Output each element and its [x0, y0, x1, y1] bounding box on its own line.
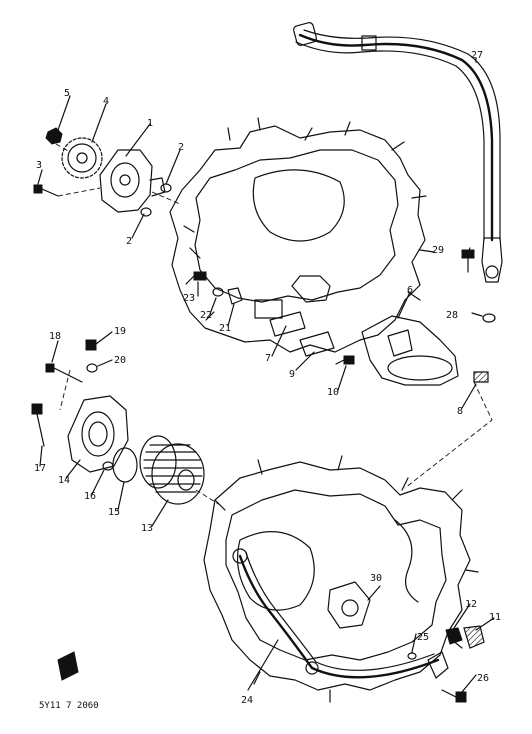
- oil-pipe-part-24: [232, 548, 449, 679]
- label-part-18: 18: [49, 331, 61, 342]
- label-part-13: 13: [141, 523, 153, 534]
- plate-part-7: [269, 311, 306, 337]
- washer-part-20: [86, 363, 98, 373]
- label-part-11: 11: [489, 612, 501, 623]
- bolt-part-19: [85, 339, 97, 351]
- label-part-16: 16: [84, 491, 96, 502]
- label-part-22: 22: [200, 310, 212, 321]
- o-ring-part-16: [102, 461, 114, 471]
- label-part-29: 29: [432, 245, 444, 256]
- label-part-19: 19: [114, 326, 126, 337]
- label-part-2-upper: 2: [178, 142, 184, 153]
- bolt-part-17: [31, 403, 45, 447]
- label-part-12: 12: [465, 599, 477, 610]
- o-ring-part-25: [407, 652, 417, 660]
- oil-filter-part-13: [139, 435, 205, 505]
- washer-part-22: [212, 287, 224, 297]
- label-part-27: 27: [471, 50, 483, 61]
- label-part-8: 8: [457, 406, 463, 417]
- filter-cover-part-14: [67, 395, 129, 473]
- label-part-21: 21: [219, 323, 231, 334]
- gasket-part-28: [482, 313, 496, 323]
- label-part-26: 26: [477, 673, 489, 684]
- upper-crankcase-drawing: [169, 117, 435, 353]
- o-ring-part-15: [112, 447, 138, 483]
- lower-crankcase-drawing: [203, 455, 479, 703]
- assembly-guide-lines: [55, 143, 493, 506]
- plate-part-9: [299, 331, 335, 357]
- screw-part-23: [185, 271, 207, 285]
- label-part-28: 28: [446, 310, 458, 321]
- leader-lines: [37, 57, 495, 693]
- bolt-part-8: [473, 371, 489, 383]
- label-part-17: 17: [34, 463, 46, 474]
- label-part-7: 7: [265, 353, 271, 364]
- oil-pump-sprocket-part-4: [61, 137, 103, 179]
- nut-part-5: [45, 127, 63, 145]
- label-part-5: 5: [64, 88, 70, 99]
- oil-hose-part-27: [293, 22, 503, 283]
- part-number-labels: 1 2 2 3 4 5 6 7 8 9 10 11 12 13 14 15 16…: [34, 50, 501, 711]
- label-part-20: 20: [114, 355, 126, 366]
- label-part-1: 1: [147, 118, 153, 129]
- label-part-10: 10: [327, 387, 339, 398]
- gasket-part-12: [445, 627, 463, 645]
- banjo-bolt-part-29: [461, 249, 475, 273]
- drawing-code: 5Y11 7 2060: [39, 701, 99, 711]
- label-part-15: 15: [108, 507, 120, 518]
- bolt-part-18: [45, 363, 83, 383]
- label-part-4: 4: [103, 96, 109, 107]
- oil-cover-part-6: [361, 315, 459, 386]
- drain-plug-part-11: [463, 625, 485, 649]
- oil-pump-part-1: [99, 149, 166, 213]
- label-part-30: 30: [370, 573, 382, 584]
- label-part-9: 9: [289, 369, 295, 380]
- label-part-3: 3: [36, 160, 42, 171]
- label-part-6: 6: [407, 285, 413, 296]
- corner-logo-mark: [57, 651, 79, 681]
- label-part-14: 14: [58, 475, 70, 486]
- leader-part-30: [367, 585, 381, 601]
- bolt-part-10: [335, 355, 355, 365]
- strainer-part-21: [227, 287, 243, 305]
- bolt-part-3: [33, 184, 59, 197]
- label-part-24: 24: [241, 695, 253, 706]
- label-part-23: 23: [183, 293, 195, 304]
- label-part-25: 25: [417, 632, 429, 643]
- label-part-2-lower: 2: [126, 236, 132, 247]
